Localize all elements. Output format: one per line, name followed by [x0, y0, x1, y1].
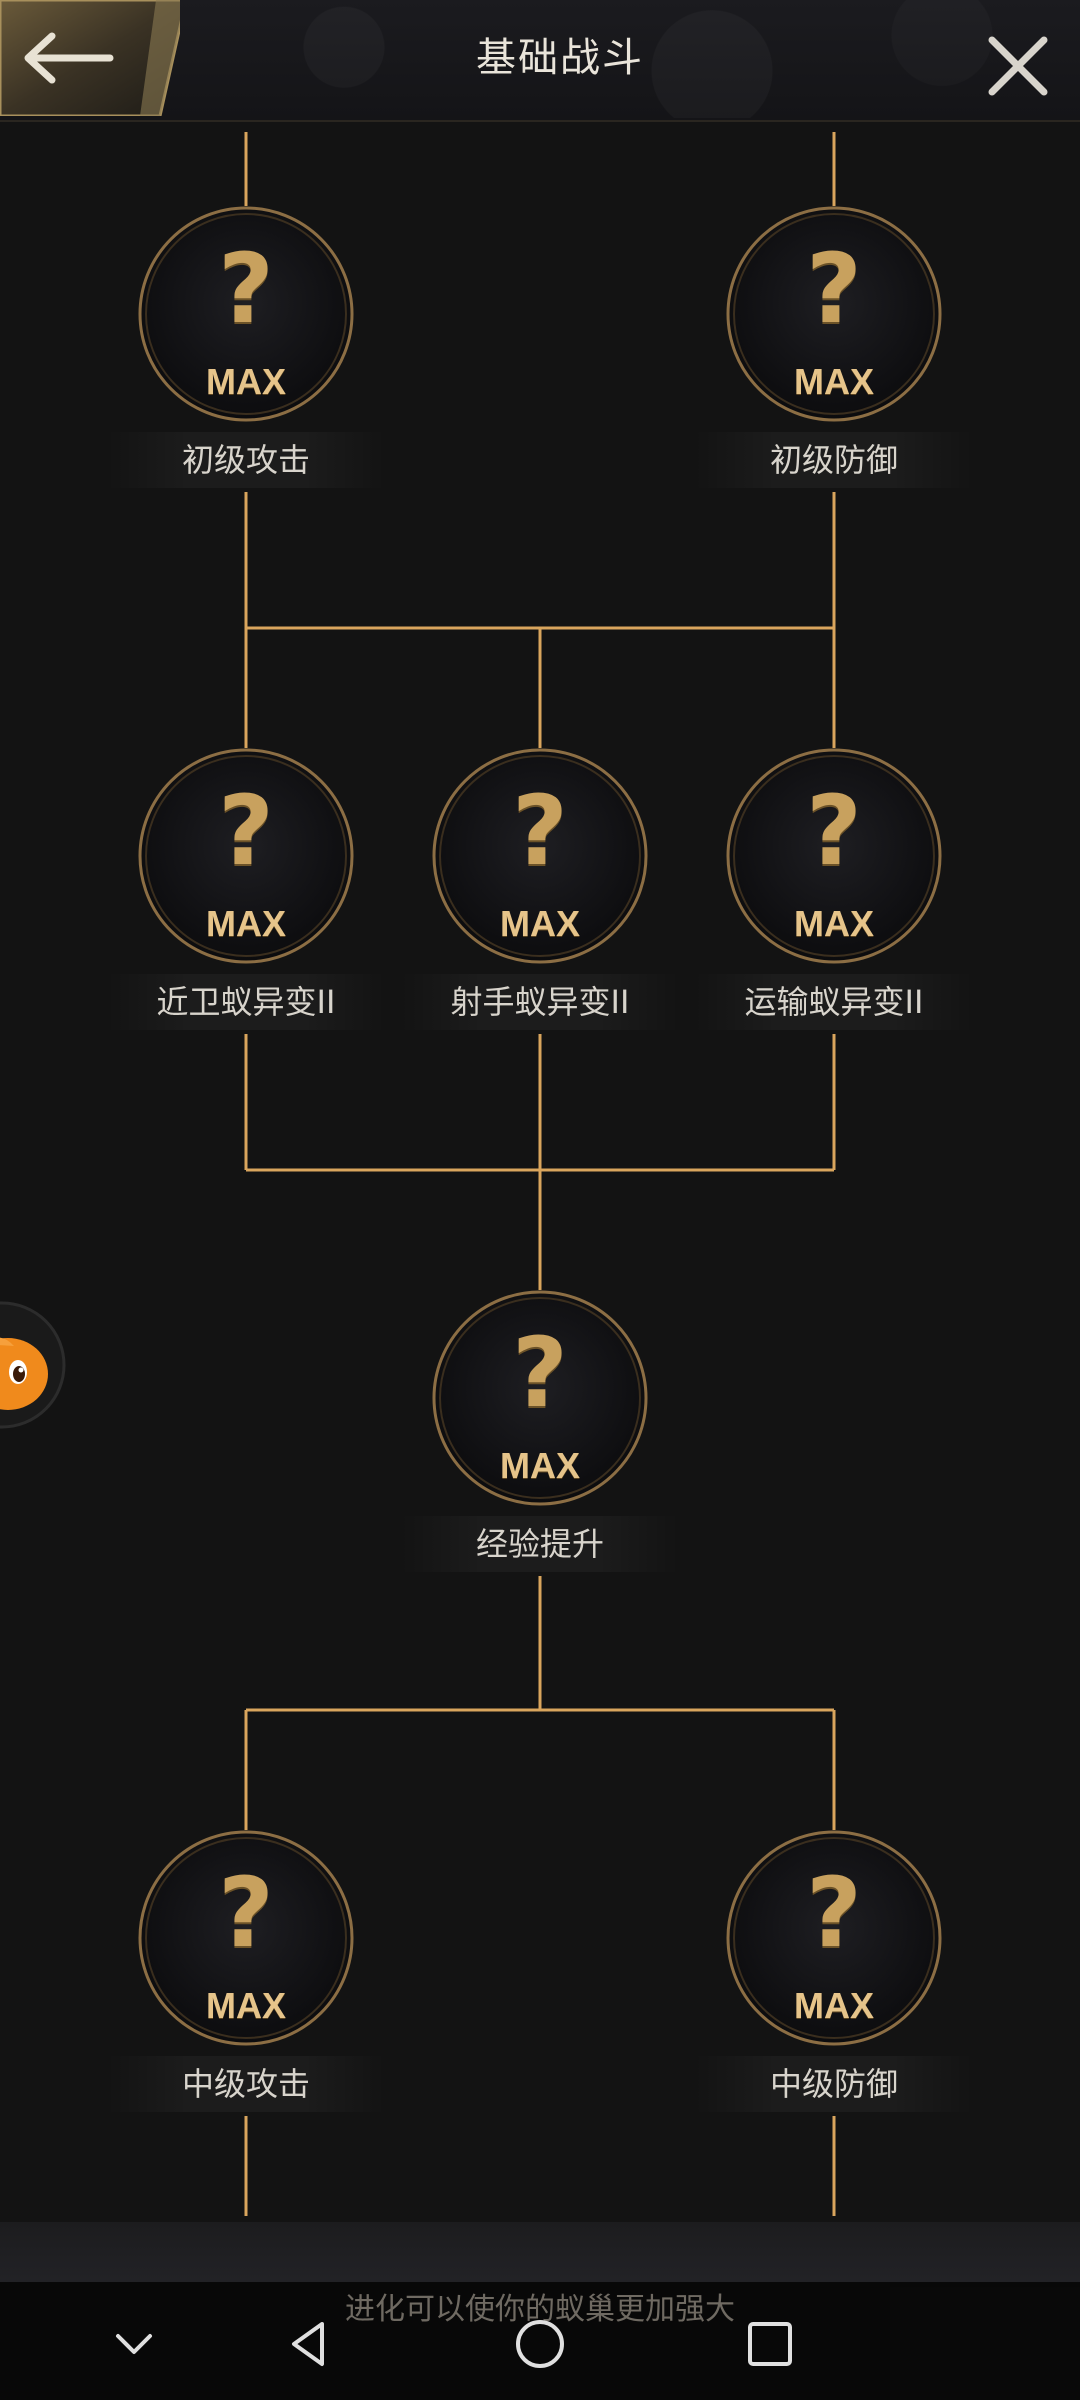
max-level-badge: MAX — [206, 903, 286, 944]
max-level-badge: MAX — [794, 1985, 874, 2026]
skill-node-basic-defense[interactable]: ? MAX — [724, 204, 944, 424]
skill-node-mid-defense[interactable]: ? MAX — [724, 1828, 944, 2048]
skill-node-basic-attack[interactable]: ? MAX — [136, 204, 356, 424]
locked-question-icon: ? — [218, 233, 274, 345]
close-button[interactable] — [978, 26, 1058, 106]
skill-node-label: 近卫蚁异变II — [106, 974, 386, 1030]
skill-node-label: 射手蚁异变II — [400, 974, 680, 1030]
pet-icon — [0, 1301, 66, 1429]
skill-node-frame — [432, 748, 648, 964]
nav-home-button[interactable] — [508, 2312, 572, 2376]
skill-node-label: 初级防御 — [694, 432, 974, 488]
max-level-badge: MAX — [206, 361, 286, 402]
skill-node-frame — [432, 1290, 648, 1506]
floating-pet-assistant[interactable] — [0, 1300, 66, 1430]
skill-node-frame — [138, 748, 354, 964]
skill-node-melee-ant-mutation-2[interactable]: ? MAX — [136, 746, 356, 966]
back-triangle-icon — [292, 2322, 324, 2366]
locked-question-icon: ? — [806, 1857, 862, 1969]
skill-node-label: 运输蚁异变II — [694, 974, 974, 1030]
skill-node-label: 初级攻击 — [106, 432, 386, 488]
skill-node-frame — [138, 1830, 354, 2046]
skill-node-label: 经验提升 — [400, 1516, 680, 1572]
locked-question-icon: ? — [806, 775, 862, 887]
skill-node-exp-boost[interactable]: ? MAX — [430, 1288, 650, 1508]
skill-node-frame — [726, 748, 942, 964]
locked-question-icon: ? — [218, 775, 274, 887]
skill-node-label: 中级攻击 — [106, 2056, 386, 2112]
home-circle-icon — [516, 2320, 564, 2368]
locked-question-icon: ? — [512, 775, 568, 887]
page-title: 基础战斗 — [476, 35, 644, 81]
header-bar: 基础战斗 — [0, 0, 1080, 122]
locked-question-icon: ? — [512, 1317, 568, 1429]
android-navigation-bar — [0, 2282, 1080, 2400]
nav-hide-button[interactable] — [102, 2312, 166, 2376]
skill-node-frame — [726, 206, 942, 422]
header-pattern — [160, 0, 1080, 118]
arrow-left-icon — [0, 0, 188, 118]
locked-question-icon: ? — [218, 1857, 274, 1969]
bottom-strip — [0, 2222, 1080, 2282]
skill-node-transport-ant-mutation-2[interactable]: ? MAX — [724, 746, 944, 966]
max-level-badge: MAX — [206, 1985, 286, 2026]
recents-square-icon — [748, 2322, 792, 2366]
skill-node-shooter-ant-mutation-2[interactable]: ? MAX — [430, 746, 650, 966]
chevron-down-icon — [116, 2334, 152, 2354]
max-level-badge: MAX — [794, 903, 874, 944]
skill-node-frame — [138, 206, 354, 422]
back-button[interactable] — [0, 0, 188, 118]
close-icon — [988, 36, 1048, 96]
locked-question-icon: ? — [806, 233, 862, 345]
max-level-badge: MAX — [500, 1445, 580, 1486]
skill-node-mid-attack[interactable]: ? MAX — [136, 1828, 356, 2048]
skill-node-frame — [726, 1830, 942, 2046]
nav-recents-button[interactable] — [738, 2312, 802, 2376]
max-level-badge: MAX — [500, 903, 580, 944]
nav-back-button[interactable] — [278, 2312, 342, 2376]
skill-node-label: 中级防御 — [694, 2056, 974, 2112]
max-level-badge: MAX — [794, 361, 874, 402]
